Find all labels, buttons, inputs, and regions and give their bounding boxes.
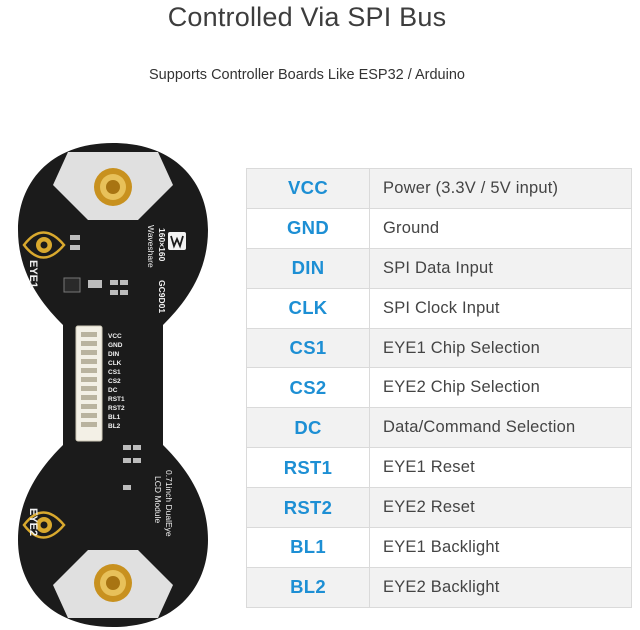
pin-description: EYE2 Chip Selection xyxy=(369,367,632,409)
silk-pin-bl2: BL2 xyxy=(108,423,121,430)
silk-pin-rst2: RST2 xyxy=(108,405,125,412)
connector-pins xyxy=(81,332,97,427)
pcb-outline xyxy=(18,143,208,627)
lcd-module-board: EYE1 EYE2 Waveshare 160×160 GC9D01 xyxy=(8,140,218,630)
page-title: Controlled Via SPI Bus xyxy=(167,2,447,32)
pin-name: DC xyxy=(246,407,370,449)
pin-name: CS2 xyxy=(246,367,370,409)
silk-pin-cs2: CS2 xyxy=(108,378,121,385)
eye1-symbol xyxy=(22,231,66,259)
eye2-symbol xyxy=(22,511,66,539)
resolution-text: 160×160 xyxy=(157,228,167,262)
product-line2: LCD Module xyxy=(153,476,163,524)
page-subtitle: Supports Controller Boards Like ESP32 / … xyxy=(149,67,465,83)
pin-name: RST1 xyxy=(246,447,370,489)
pin-name: RST2 xyxy=(246,487,370,529)
pin-name: GND xyxy=(246,207,370,249)
board-illustration: EYE1 EYE2 Waveshare 160×160 GC9D01 xyxy=(18,143,208,627)
smd-components xyxy=(70,235,141,490)
pin-name: CLK xyxy=(246,287,370,329)
pin-name: CS1 xyxy=(246,327,370,369)
top-mount-center xyxy=(106,180,120,194)
pin-description: EYE1 Reset xyxy=(369,447,632,489)
eye1-label: EYE1 xyxy=(27,260,39,288)
pin-name: BL1 xyxy=(246,527,370,568)
model-text: GC9D01 xyxy=(157,280,167,313)
pin-description: EYE1 Backlight xyxy=(369,527,632,568)
silk-pin-dc: DC xyxy=(108,387,118,394)
silk-pin-clk: CLK xyxy=(108,360,122,367)
silk-pin-bl1: BL1 xyxy=(108,414,121,421)
silk-pin-din: DIN xyxy=(108,351,120,358)
silk-pin-gnd: GND xyxy=(108,342,123,349)
pin-description: EYE2 Reset xyxy=(369,487,632,529)
pin-name: VCC xyxy=(246,168,370,209)
regulator-chip xyxy=(63,277,81,293)
eye2-label: EYE2 xyxy=(27,508,39,536)
silk-pin-rst1: RST1 xyxy=(108,396,125,403)
pin-name: DIN xyxy=(246,247,370,289)
pin-description: Data/Command Selection xyxy=(369,407,632,449)
silk-pin-vcc: VCC xyxy=(108,333,122,340)
silk-pin-cs1: CS1 xyxy=(108,369,121,376)
bottom-mount-center xyxy=(106,576,120,590)
pin-description: SPI Clock Input xyxy=(369,287,632,329)
pin-description: Power (3.3V / 5V input) xyxy=(369,168,632,209)
pin-description: EYE2 Backlight xyxy=(369,566,632,608)
pin-description: SPI Data Input xyxy=(369,247,632,289)
product-line1: 0.71inch DualEye xyxy=(164,470,174,537)
pin-name: BL2 xyxy=(246,566,370,608)
brand-text: Waveshare xyxy=(146,225,156,268)
waveshare-logo-icon xyxy=(168,232,186,250)
pin-description: EYE1 Chip Selection xyxy=(369,327,632,369)
pin-description: Ground xyxy=(369,207,632,249)
